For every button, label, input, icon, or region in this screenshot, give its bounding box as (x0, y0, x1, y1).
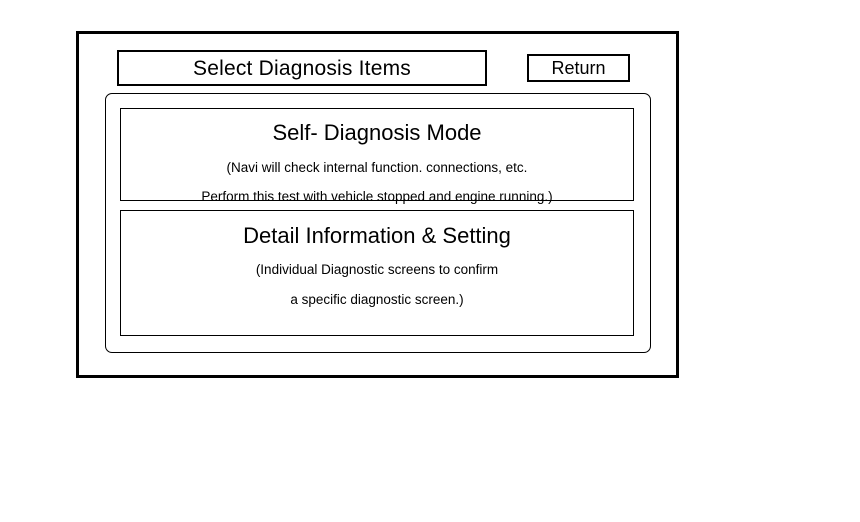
menu-item-detail-information-setting-description-line-1: (Individual Diagnostic screens to confir… (255, 262, 499, 277)
page-title: Select Diagnosis Items (193, 56, 411, 80)
diagnosis-menu-list: Self- Diagnosis Mode (Navi will check in… (105, 93, 651, 353)
menu-item-self-diagnosis-description-line-1: (Navi will check internal function. conn… (226, 160, 528, 175)
menu-item-self-diagnosis[interactable]: Self- Diagnosis Mode (Navi will check in… (120, 108, 634, 204)
menu-item-detail-information-setting-description-line-2: a specific diagnostic screen.) (290, 291, 464, 307)
menu-item-self-diagnosis-heading: Self- Diagnosis Mode (272, 120, 482, 145)
header-row: Select Diagnosis Items Return (117, 50, 667, 86)
return-button-label: Return (551, 58, 606, 78)
menu-item-detail-information-setting[interactable]: Detail Information & Setting (Individual… (120, 210, 634, 336)
menu-item-self-diagnosis-description-line-2: Perform this test with vehicle stopped a… (201, 188, 553, 204)
menu-item-detail-information-setting-heading: Detail Information & Setting (243, 223, 511, 248)
page-title-box: Select Diagnosis Items (117, 50, 487, 86)
device-frame: Select Diagnosis Items Return Self- Diag… (76, 31, 679, 378)
return-button[interactable]: Return (527, 54, 630, 82)
